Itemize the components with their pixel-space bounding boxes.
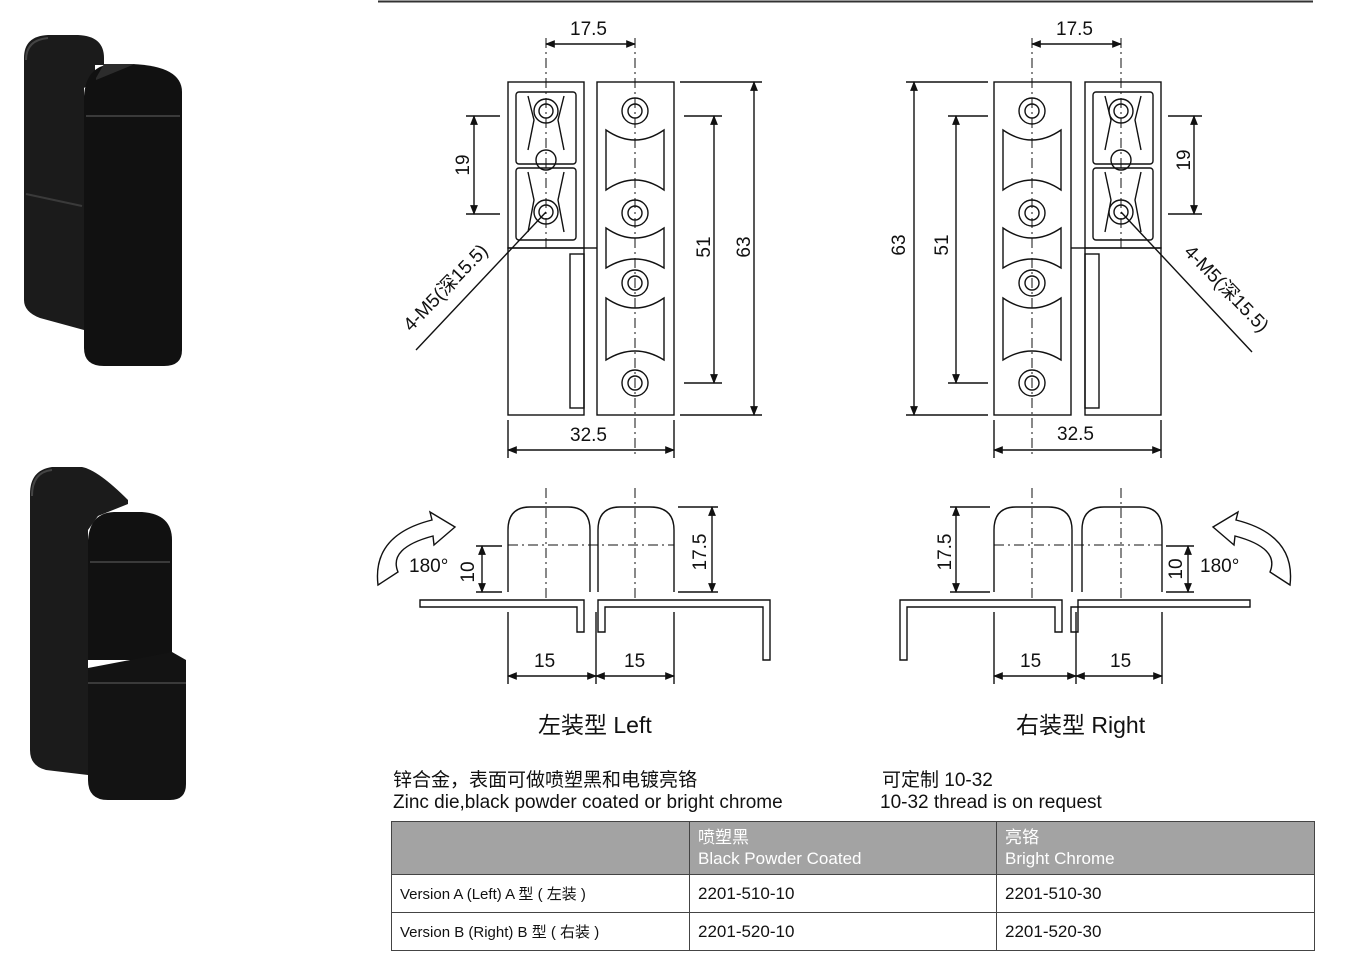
spec-table: 喷塑黑 Black Powder Coated 亮铬 Bright Chrome… [391,821,1315,951]
note-material-cn: 锌合金，表面可做喷塑黑和电镀亮铬 [393,770,698,791]
dim-right-height: 63 [889,234,910,255]
dim-left-hole-pitch: 19 [453,154,474,175]
header-black-en: Black Powder Coated [698,849,862,868]
table-header-cell [391,821,690,875]
dim-right-width-top: 17.5 [1056,19,1093,40]
dim-right-inner-height: 51 [932,234,953,255]
dim-left-thread: 4-M5(深15.5) [399,240,493,336]
table-header-row: 喷塑黑 Black Powder Coated 亮铬 Bright Chrome [391,821,1315,875]
dim-right-angle: 180° [1200,556,1240,577]
table-cell-chrome: 2201-510-30 [996,874,1315,913]
table-cell-black: 2201-510-10 [689,874,997,913]
header-chrome-cn: 亮铬 [1005,828,1039,847]
table-row: Version B (Right) B 型 ( 右装 ) 2201-520-10… [391,912,1315,951]
table-cell-chrome: 2201-520-30 [996,912,1315,951]
dim-left-height: 63 [734,236,755,257]
dim-left-width-top: 17.5 [570,19,607,40]
dim-left-angle: 180° [409,556,449,577]
dim-right-bottom-width: 32.5 [1057,424,1094,445]
table-header-cell: 亮铬 Bright Chrome [996,821,1315,875]
note-material-en: Zinc die,black powder coated or bright c… [393,792,783,813]
note-custom-cn: 可定制 10-32 [882,770,993,791]
header-chrome-en: Bright Chrome [1005,849,1115,868]
dim-right-leaf-b: 15 [1110,651,1132,672]
dim-left-knuckle-large: 17.5 [690,534,711,571]
caption-right: 右装型 Right [1016,712,1146,738]
product-image-bottom [30,467,186,800]
caption-left: 左装型 Left [538,712,652,738]
dim-right-knuckle-small: 10 [1166,558,1187,579]
product-image-top [24,35,182,366]
table-cell-version: Version A (Left) A 型 ( 左装 ) [391,874,690,913]
dim-right-leaf-a: 15 [1020,651,1042,672]
table-cell-black: 2201-520-10 [689,912,997,951]
table-row: Version A (Left) A 型 ( 左装 ) 2201-510-10 … [391,874,1315,913]
table-cell-version: Version B (Right) B 型 ( 右装 ) [391,912,690,951]
header-black-cn: 喷塑黑 [698,828,749,847]
left-front-view [507,38,675,455]
left-side-view [376,488,771,661]
dim-right-hole-pitch: 19 [1174,149,1195,170]
right-side-view [899,488,1292,661]
dim-left-knuckle-small: 10 [458,561,479,582]
dim-left-bottom-width: 32.5 [570,425,607,446]
dim-left-leaf-a: 15 [534,651,556,672]
note-custom-en: 10-32 thread is on request [880,792,1102,813]
dim-left-inner-height: 51 [694,236,715,257]
right-front-view [993,38,1162,455]
dim-left-leaf-b: 15 [624,651,646,672]
table-header-cell: 喷塑黑 Black Powder Coated [689,821,997,875]
dim-right-knuckle-large: 17.5 [935,534,956,571]
